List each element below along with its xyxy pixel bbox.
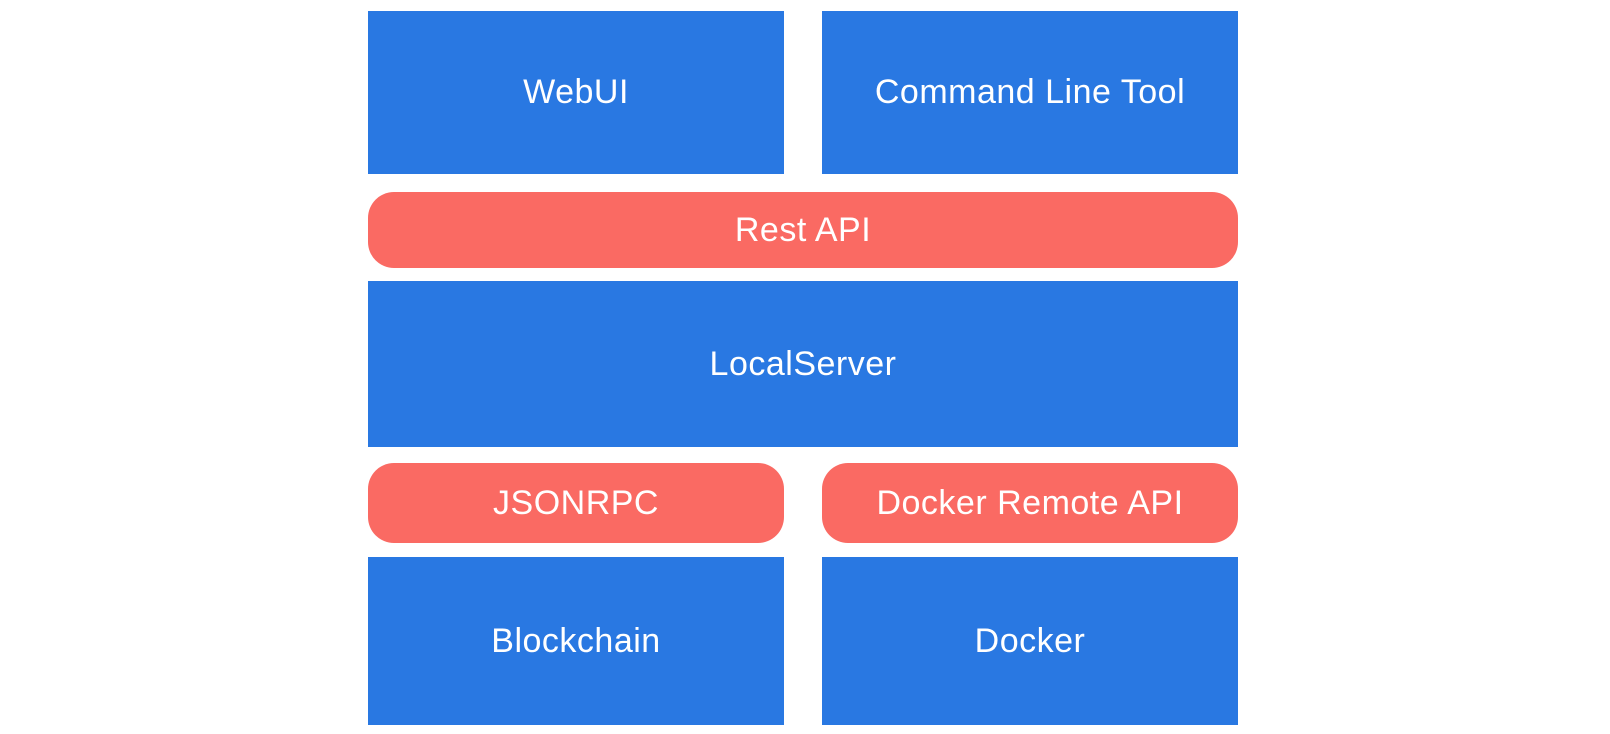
node-jsonrpc: JSONRPC	[368, 463, 784, 543]
node-docker-remote-api: Docker Remote API	[822, 463, 1238, 543]
layer-clients: WebUI Command Line Tool	[368, 11, 1238, 174]
node-command-line-tool: Command Line Tool	[822, 11, 1238, 174]
layer-rpc-apis: JSONRPC Docker Remote API	[368, 463, 1238, 543]
architecture-diagram: WebUI Command Line Tool Rest API LocalSe…	[368, 11, 1238, 725]
layer-server: LocalServer	[368, 281, 1238, 447]
node-command-line-tool-label: Command Line Tool	[874, 73, 1186, 111]
layer-rest-api: Rest API	[368, 192, 1238, 268]
node-rest-api: Rest API	[368, 192, 1238, 268]
node-local-server: LocalServer	[368, 281, 1238, 447]
node-local-server-label: LocalServer	[709, 344, 897, 383]
node-webui: WebUI	[368, 11, 784, 174]
node-rest-api-label: Rest API	[734, 210, 872, 249]
node-webui-label: WebUI	[523, 73, 629, 111]
node-docker-remote-api-label: Docker Remote API	[876, 483, 1184, 522]
node-jsonrpc-label: JSONRPC	[493, 483, 659, 522]
node-docker-label: Docker	[974, 621, 1086, 660]
layer-backends: Blockchain Docker	[368, 557, 1238, 725]
node-docker: Docker	[822, 557, 1238, 725]
node-blockchain: Blockchain	[368, 557, 784, 725]
node-blockchain-label: Blockchain	[491, 621, 661, 660]
